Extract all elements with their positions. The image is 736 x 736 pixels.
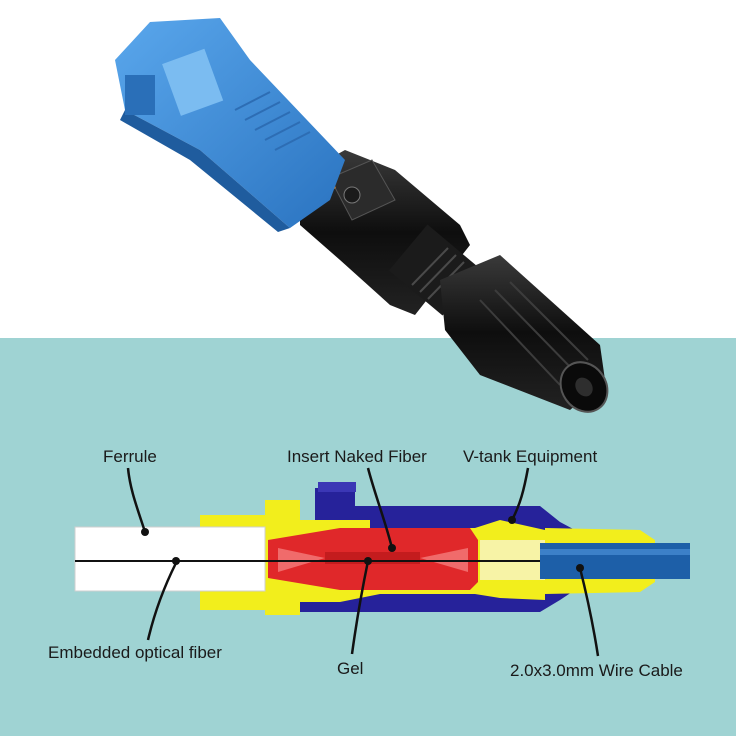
label-embedded-optical-fiber: Embedded optical fiber <box>48 643 222 662</box>
sc-connector-photo <box>115 18 609 413</box>
connector-latch <box>329 159 396 221</box>
label-gel: Gel <box>337 659 363 678</box>
insert-fiber-pointer <box>366 467 394 549</box>
blue-housing-shadow <box>120 110 290 232</box>
latch-screw-icon <box>343 186 361 204</box>
label-wire-cable: 2.0x3.0mm Wire Cable <box>510 661 683 680</box>
gel-pointer <box>350 560 370 655</box>
insert-fiber-dot <box>388 544 396 552</box>
blue-grip-lines <box>234 91 311 151</box>
wire-cable-dot <box>576 564 584 572</box>
blue-key-tab <box>162 48 224 116</box>
label-insert-naked-fiber: Insert Naked Fiber <box>287 447 427 466</box>
label-ferrule: Ferrule <box>103 447 157 466</box>
callout-lines <box>126 467 600 657</box>
blue-wire-cable <box>540 543 690 579</box>
callout-dots <box>141 516 584 572</box>
embedded-fiber-pointer <box>146 562 178 641</box>
navy-thread-top <box>318 482 356 492</box>
label-v-tank-equipment: V-tank Equipment <box>463 447 597 466</box>
gel-dot <box>364 557 372 565</box>
v-tank-dot <box>508 516 516 524</box>
v-tank-pointer <box>510 467 530 521</box>
white-ferrule <box>74 526 266 592</box>
wire-cable-pointer <box>578 567 600 657</box>
ferrule-pointer <box>126 467 147 533</box>
ferrule-dot <box>141 528 149 536</box>
cross-section-diagram <box>74 482 690 615</box>
embedded-fiber-dot <box>172 557 180 565</box>
